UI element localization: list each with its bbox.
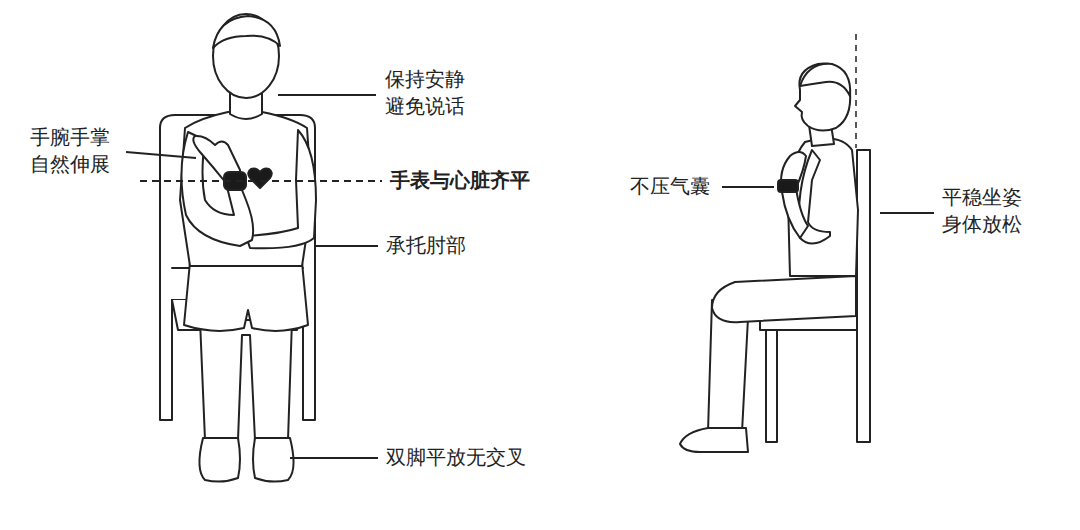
person-front — [246, 130, 316, 248]
guide-lines — [140, 34, 856, 181]
leader-line — [316, 245, 378, 247]
person-front — [200, 320, 292, 440]
posture-note: 不压气囊 — [628, 173, 712, 200]
person-side — [782, 188, 808, 238]
person-front — [213, 14, 279, 98]
person-side — [800, 64, 850, 96]
watch — [778, 180, 798, 192]
person-front — [199, 438, 240, 482]
posture-illustration — [160, 14, 870, 482]
heart-icon — [248, 168, 272, 188]
vertical-guide — [855, 34, 857, 148]
person-side — [795, 64, 850, 131]
key-note: 手表与心脏齐平 — [388, 167, 532, 194]
person-side — [712, 276, 856, 322]
person-front — [213, 16, 280, 48]
person-side — [680, 64, 858, 452]
leader-line — [126, 152, 196, 158]
posture-note: 保持安静 避免说话 — [383, 66, 479, 120]
posture-note: 双脚平放无交叉 — [384, 444, 528, 471]
person-front — [253, 438, 294, 482]
leader-line — [278, 94, 376, 96]
person-side — [680, 428, 748, 452]
leader-line — [880, 212, 934, 214]
posture-note: 手腕手掌 自然伸展 — [28, 124, 124, 178]
leader-line — [290, 457, 378, 459]
chair-side — [766, 330, 777, 442]
person-front — [180, 14, 316, 482]
chair-side — [857, 150, 870, 442]
leader-lines — [126, 95, 934, 458]
heart-level-line — [140, 180, 382, 182]
leader-line — [722, 186, 774, 188]
person-front — [184, 262, 308, 331]
person-front — [181, 132, 253, 246]
posture-note: 平稳坐姿 身体放松 — [940, 184, 1036, 238]
posture-note: 承托肘部 — [384, 232, 468, 259]
